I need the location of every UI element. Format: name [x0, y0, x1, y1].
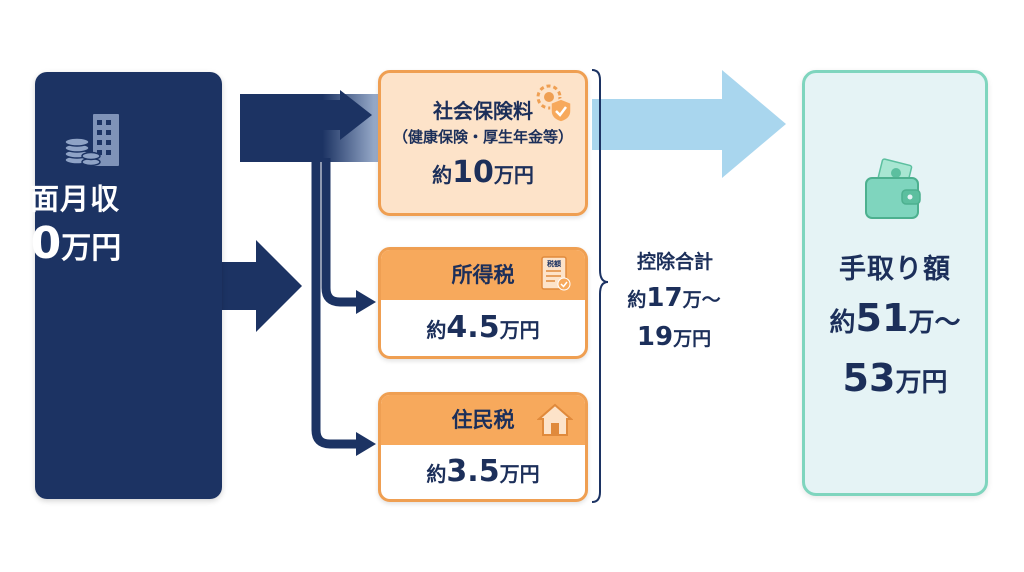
social-insurance-unit: 万円	[493, 163, 534, 187]
branch-resident-head	[356, 432, 376, 456]
gross-income-amount: 70万円	[0, 218, 187, 269]
takehome-line2: 53万円	[802, 352, 988, 412]
wallet-icon	[865, 158, 921, 219]
deduction-total-line2: 19万円	[606, 319, 742, 358]
tax-document-icon-text: 税額	[547, 259, 561, 268]
social-insurance-prefix: 約	[432, 163, 453, 187]
takehome-box	[802, 70, 988, 496]
takehome-prefix: 約	[829, 308, 856, 338]
social-insurance-amount: 約10万円	[381, 155, 585, 190]
deduction-total-amount: 約17万〜 19万円	[606, 280, 742, 358]
resident-tax-amount: 約3.5万円	[381, 445, 585, 499]
resident-tax-card: 住民税 約3.5万円	[378, 392, 588, 502]
coins-building-icon	[64, 114, 119, 167]
branch-income	[321, 158, 358, 307]
takehome-label: 手取り額	[839, 254, 951, 285]
income-tax-unit: 万円	[499, 318, 540, 342]
resident-tax-header: 住民税	[381, 395, 585, 445]
takehome-min-unit: 万〜	[908, 308, 961, 338]
takehome-max-unit: 万円	[895, 368, 948, 398]
income-tax-card: 所得税 税額 約4.5万円	[378, 247, 588, 359]
takehome-min: 51	[855, 296, 909, 340]
income-tax-prefix: 約	[426, 318, 447, 342]
income-tax-title: 所得税	[451, 263, 515, 287]
deduction-total-line1: 約17万〜	[606, 280, 742, 319]
deduction-total-max: 19	[636, 322, 674, 352]
takehome-line1: 約51万〜	[802, 292, 988, 352]
tax-document-icon: 税額	[541, 256, 571, 291]
deduction-total-min-unit: 万〜	[682, 289, 721, 311]
branch-resident	[311, 158, 358, 449]
gross-income-unit: 万円	[61, 231, 122, 266]
gross-income-number: 70	[0, 218, 62, 269]
branch-income-head	[356, 290, 376, 314]
resident-tax-title: 住民税	[451, 408, 515, 432]
resident-tax-unit: 万円	[499, 462, 540, 486]
house-icon	[537, 403, 573, 436]
social-insurance-number: 10	[452, 155, 494, 190]
resident-tax-prefix: 約	[426, 462, 447, 486]
deduction-total-min: 17	[646, 283, 683, 313]
income-tax-header: 所得税 税額	[381, 250, 585, 300]
social-insurance-title: 社会保険料	[433, 99, 533, 123]
takehome-arrow	[592, 70, 786, 178]
deduction-total-max-unit: 万円	[673, 328, 712, 350]
social-insurance-card: 社会保険料 （健康保険・厚生年金等） 約10万円	[378, 70, 588, 216]
deduction-total-label: 控除合計	[636, 251, 713, 273]
takehome-amount: 約51万〜 53万円	[802, 292, 988, 412]
resident-tax-number: 3.5	[446, 454, 500, 489]
gross-income-label: 額面月収	[0, 182, 121, 216]
gross-arrow	[222, 240, 302, 332]
deduction-bracket	[591, 69, 609, 503]
shield-gear-icon	[536, 84, 572, 123]
deduction-total-prefix: 約	[627, 289, 647, 311]
social-insurance-detail: （健康保険・厚生年金等）	[392, 128, 573, 146]
takehome-max: 53	[842, 356, 896, 400]
income-tax-amount: 約4.5万円	[381, 300, 585, 356]
income-tax-number: 4.5	[446, 310, 500, 345]
social-arrow	[240, 90, 372, 140]
